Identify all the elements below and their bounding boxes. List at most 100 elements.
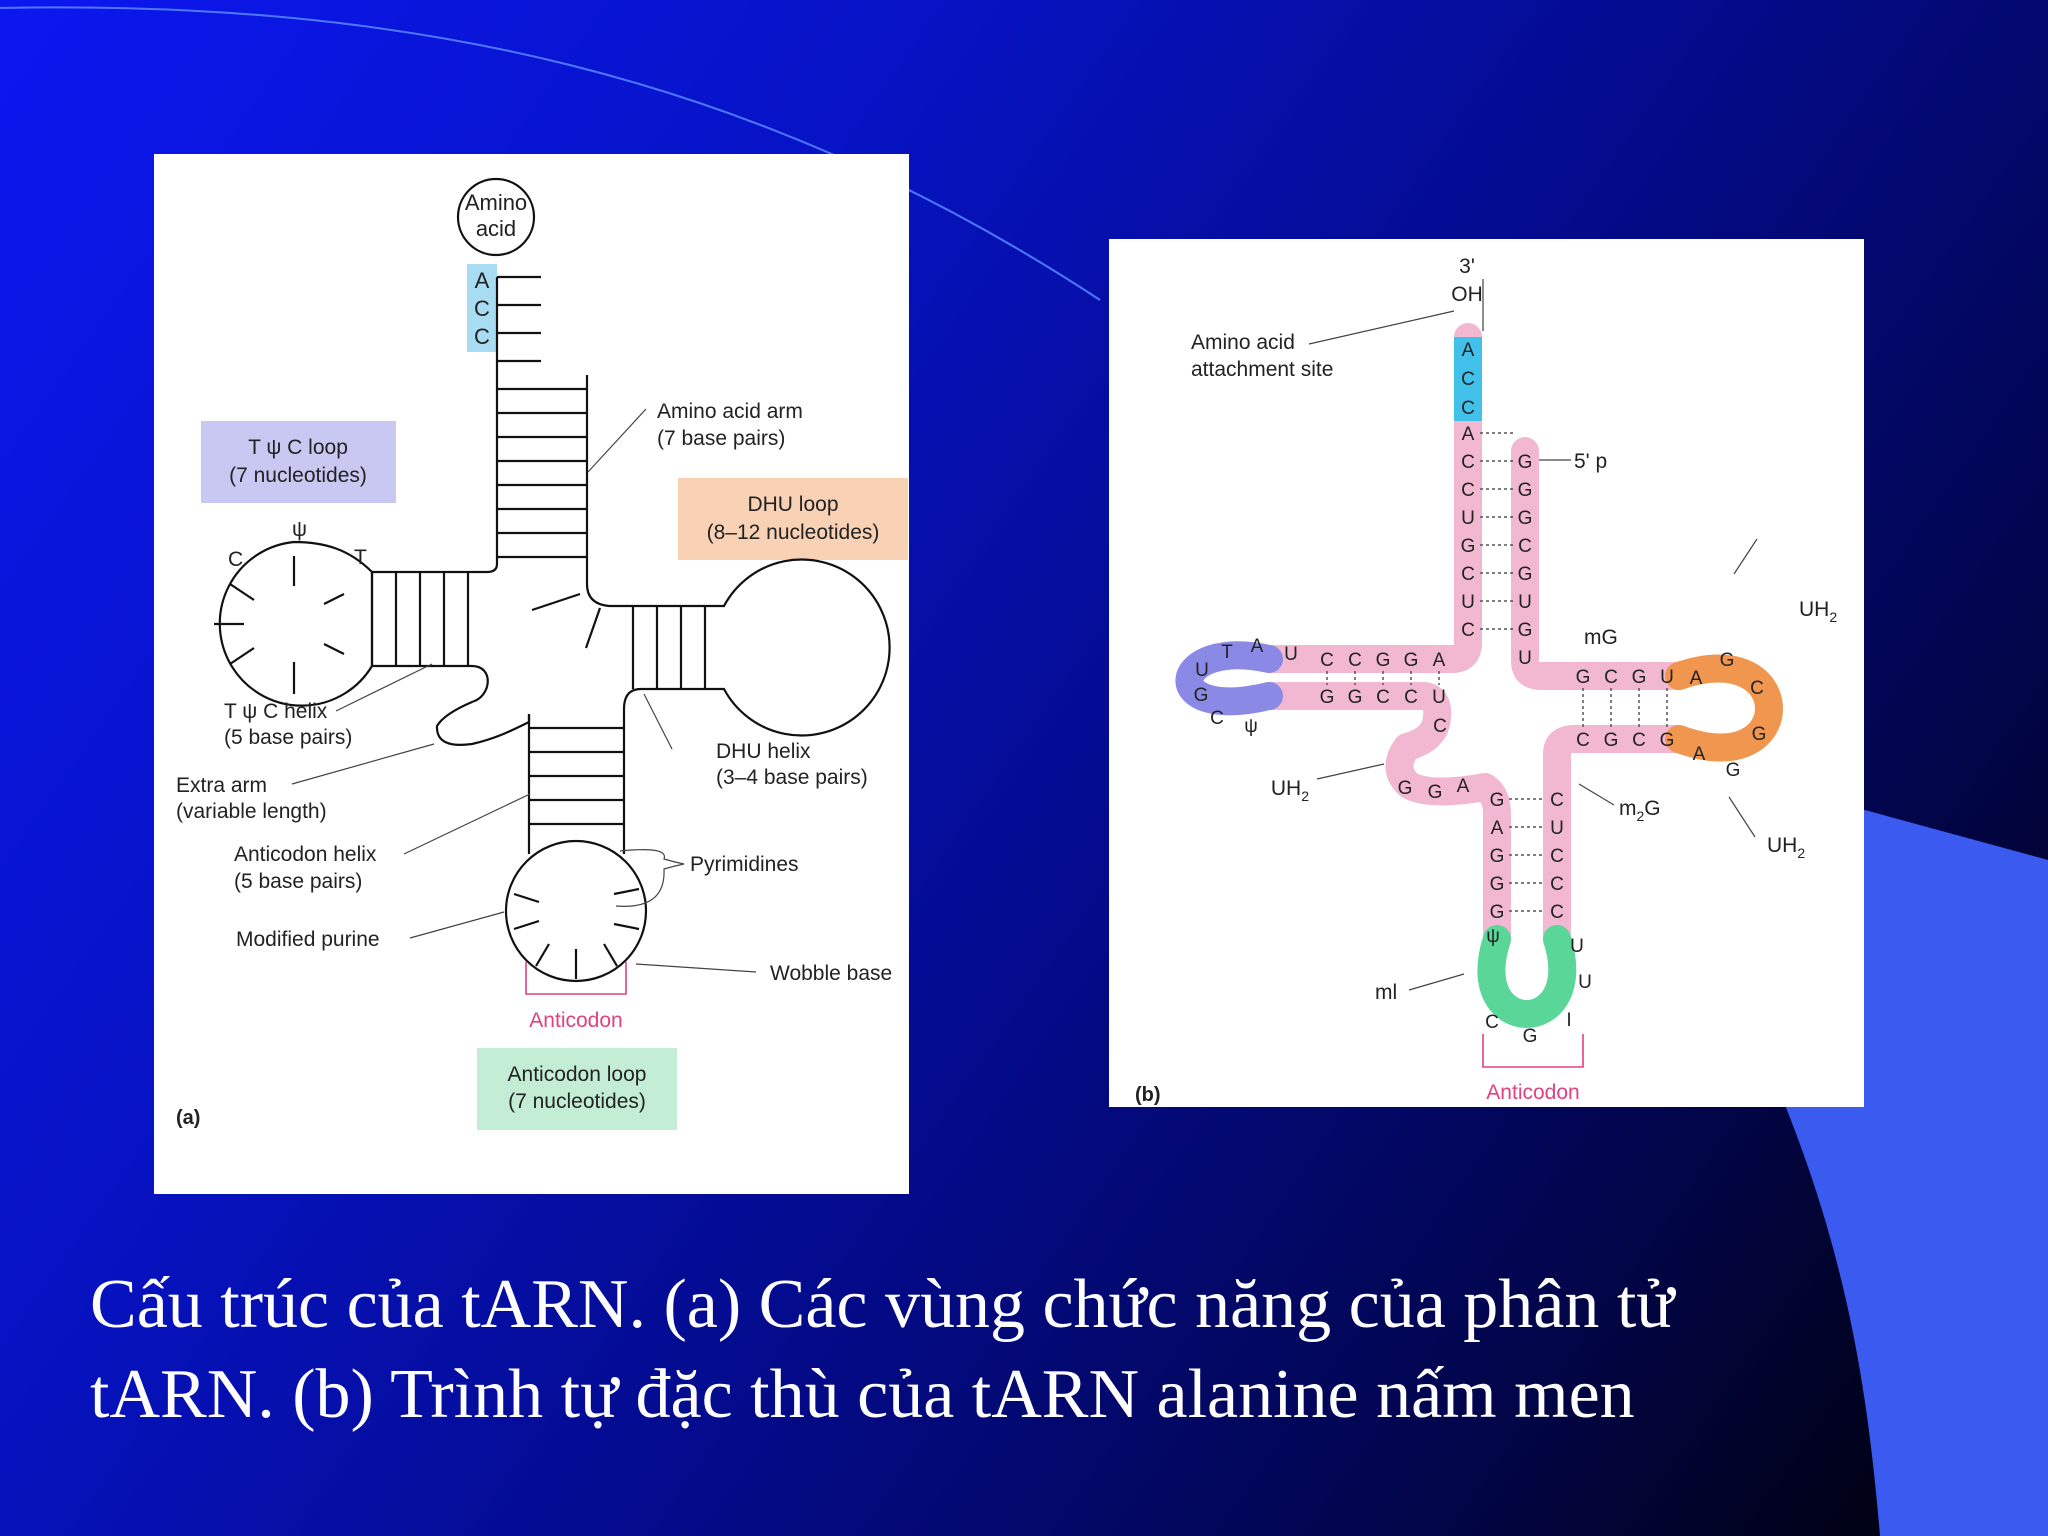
amino-arm-label-1: Amino acid arm (657, 400, 803, 423)
figure-a-diagram: Amino acid A C C Amino acid arm (7 base … (176, 177, 908, 1130)
nucleotide-ac-left: G (1490, 902, 1505, 923)
nucleotide-t-stem-top: A (1433, 650, 1446, 671)
nucleotide-t-loop: U (1195, 660, 1209, 681)
dhu-helix-label-2: (3–4 base pairs) (716, 766, 868, 789)
acc-letter: C (474, 296, 490, 321)
amino-acid-label-1: Amino (465, 190, 527, 215)
loop-letter-c: C (228, 548, 243, 571)
anticodon-loop-label-1: Anticodon loop (508, 1063, 647, 1086)
nucleotide-acceptor-right: U (1518, 592, 1532, 613)
dhu-loop-label-2: (8–12 nucleotides) (707, 521, 880, 544)
nucleotide-acceptor-left: C (1461, 480, 1475, 501)
acc-letter: A (475, 268, 490, 293)
d-loop-ribbon (1665, 654, 1783, 762)
nucleotide-acceptor-right: G (1518, 620, 1533, 641)
tpsic-helix-label-1: T ψ C helix (224, 700, 328, 723)
nucleotide-t-stem-top: G (1404, 650, 1419, 671)
nucleotide-ac-loop: U (1570, 936, 1584, 957)
nucleotide-t-stem-top: C (1320, 650, 1334, 671)
nucleotide-t-loop: T (1221, 642, 1233, 663)
attachment-label-1: Amino acid (1191, 331, 1295, 354)
nucleotide-acc: C (1461, 369, 1475, 390)
nucleotide-ac-loop: U (1578, 972, 1592, 993)
nucleotide-variable: G (1398, 778, 1413, 799)
amino-acid-label-2: acid (476, 216, 516, 241)
nucleotide-t-loop: A (1251, 636, 1264, 657)
wobble-base-label: Wobble base (770, 962, 892, 985)
nucleotide-d-stem-top: G (1576, 667, 1591, 688)
dhu-helix-label-1: DHU helix (716, 740, 811, 763)
nucleotide-acceptor-right: C (1518, 536, 1532, 557)
d-helix-rungs (631, 606, 707, 689)
tpsic-loop-label-1: T ψ C loop (248, 436, 348, 459)
anticodon-helix-label-2: (5 base pairs) (234, 870, 362, 893)
modified-purine-label: Modified purine (236, 928, 380, 951)
nucleotide-acceptor-right: G (1518, 480, 1533, 501)
extra-tick-2 (584, 607, 602, 649)
d-to-anticodon-ribbon (1543, 725, 1693, 953)
nucleotide-acceptor-right: G (1518, 452, 1533, 473)
t-to-anticodon-ribbon (1255, 682, 1511, 953)
anticodon-label-b: Anticodon (1486, 1081, 1579, 1104)
nucleotide-acceptor-left: U (1461, 508, 1475, 529)
uh2-top-label: UH2 (1799, 598, 1837, 625)
dhu-loop-box (678, 478, 908, 560)
nucleotide-d-stem-bottom: C (1576, 730, 1590, 751)
extra-arm-label-1: Extra arm (176, 774, 267, 797)
base-pair-dashes (1326, 432, 1668, 912)
nucleotide-t-loop: U (1284, 644, 1298, 665)
ml-label: ml (1375, 981, 1397, 1004)
nucleotide-d-stem-top: C (1604, 667, 1618, 688)
nucleotide-acceptor-left: U (1461, 592, 1475, 613)
nucleotide-acc: C (1461, 398, 1475, 419)
nucleotide-d-stem-top: U (1660, 667, 1674, 688)
nucleotide-ac-right: U (1550, 818, 1564, 839)
nucleotide-variable: G (1428, 782, 1443, 803)
trna-outline (214, 177, 891, 983)
nucleotide-acceptor-right: U (1518, 648, 1532, 669)
tpsic-helix-label-2: (5 base pairs) (224, 726, 352, 749)
nucleotide-ac-right: C (1550, 846, 1564, 867)
nucleotide-d-loop: G (1726, 760, 1741, 781)
tpsic-loop-label-2: (7 nucleotides) (229, 464, 367, 487)
slide-caption: Cấu trúc của tARN. (a) Các vùng chức năn… (90, 1260, 1990, 1440)
m2g-label: m2G (1619, 797, 1661, 824)
acceptor-left-ribbon (1255, 323, 1482, 673)
five-prime-label: 5' p (1574, 450, 1607, 473)
figure-a-panel: Amino acid A C C Amino acid arm (7 base … (154, 154, 909, 1194)
nucleotide-ac-loop: C (1485, 1012, 1499, 1033)
dhu-loop-label-1: DHU loop (747, 493, 838, 516)
loop-letter-t: T (354, 546, 367, 569)
acc-letter: C (474, 324, 490, 349)
nucleotide-ac-right: C (1550, 874, 1564, 895)
nucleotide-d-stem-bottom: G (1604, 730, 1619, 751)
acceptor-right-ribbon (1511, 437, 1693, 690)
nucleotide-ac-loop: ψ (1486, 926, 1500, 947)
oh-label: OH (1451, 283, 1483, 306)
nucleotide-acceptor-left: C (1461, 564, 1475, 585)
nucleotide-ac-left: G (1490, 874, 1505, 895)
nucleotide-ac-left: G (1490, 790, 1505, 811)
nucleotide-t-stem-top: G (1376, 650, 1391, 671)
nucleotide-acceptor-left: A (1462, 424, 1475, 445)
panel-b-label: (b) (1135, 1084, 1161, 1106)
nucleotide-d-stem-bottom: G (1660, 730, 1675, 751)
nucleotide-acceptor-right: G (1518, 508, 1533, 529)
nucleotide-t-loop: G (1194, 685, 1209, 706)
nucleotide-ac-left: G (1490, 846, 1505, 867)
anticodon-helix-label-1: Anticodon helix (234, 843, 377, 866)
pyrimidines-label: Pyrimidines (690, 853, 799, 876)
t-loop-ticks (214, 556, 345, 694)
anticodon-loop-label-2: (7 nucleotides) (508, 1090, 646, 1113)
nucleotide-ac-left: A (1491, 818, 1504, 839)
nucleotide-acceptor-left: C (1461, 620, 1475, 641)
acc-tail (1454, 337, 1482, 421)
panel-a-label: (a) (176, 1107, 200, 1129)
caption-line-2: tARN. (b) Trình tự đặc thù của tARN alan… (90, 1356, 1635, 1433)
nucleotide-d-loop: A (1690, 668, 1703, 689)
amino-acid-circle (456, 177, 536, 257)
uh2-left-label: UH2 (1271, 777, 1309, 804)
nucleotide-acceptor-left: C (1461, 452, 1475, 473)
